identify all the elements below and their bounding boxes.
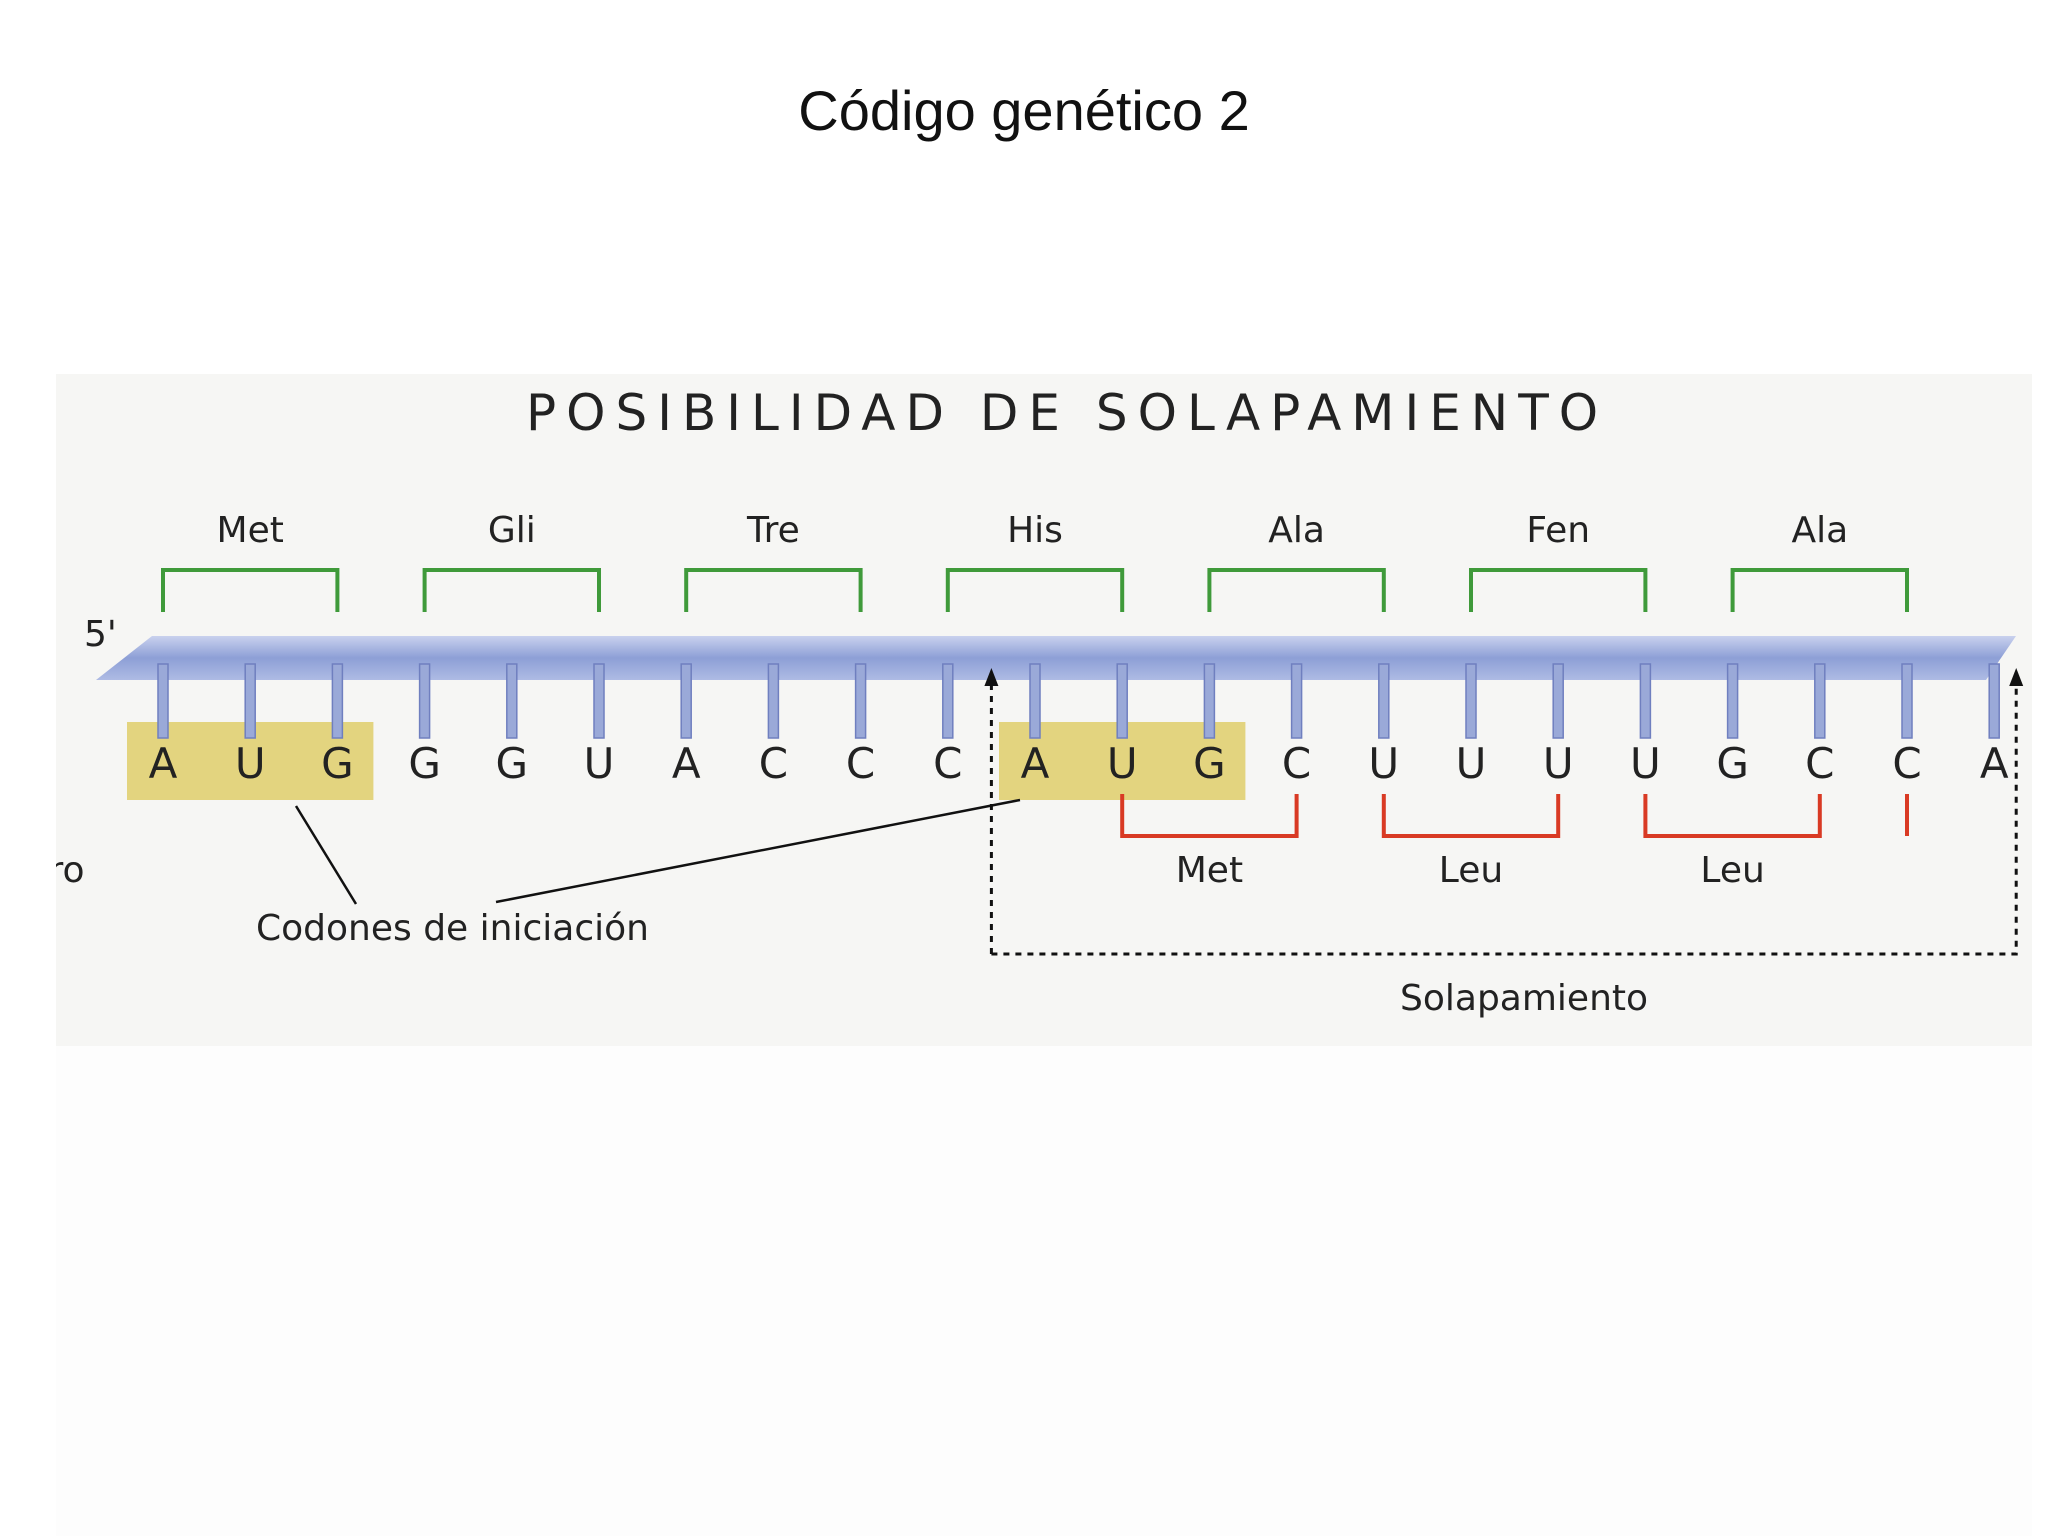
nucleotide-C: C	[1805, 739, 1834, 788]
nucleotide-C: C	[933, 739, 962, 788]
nucleotide-G: G	[1193, 739, 1226, 788]
top-codon-bracket	[1469, 568, 1648, 612]
blank-page-area	[56, 1046, 2032, 1536]
nucleotide-U: U	[584, 739, 615, 788]
initiation-label: Codones de iniciación	[256, 908, 649, 949]
top-amino-acid: Tre	[746, 510, 800, 551]
overlap-region: Solapamiento	[984, 668, 2024, 1019]
top-reading-frame: Met Gli Tre His Ala Fen Ala	[161, 510, 1909, 612]
nucleotide-U: U	[1543, 739, 1574, 788]
nucleotide-stick	[854, 663, 867, 739]
nucleotide-G: G	[408, 739, 441, 788]
overlap-left-arrowhead	[984, 668, 999, 686]
nucleotide-stick	[331, 663, 344, 739]
bottom-amino-acid: Met	[1176, 850, 1243, 891]
bottom-codon-bracket	[1643, 794, 1822, 838]
nucleotide-stick	[1290, 663, 1303, 739]
nucleotide-stick	[244, 663, 256, 739]
top-amino-acid: Gli	[488, 510, 536, 551]
nucleotide-U: U	[1630, 739, 1661, 788]
bottom-amino-acid: Leu	[1700, 850, 1764, 891]
nucleotide-stick	[1203, 663, 1216, 739]
nucleotide-stick	[942, 663, 954, 739]
top-amino-acid: Fen	[1526, 510, 1590, 551]
overlap-diagram: POSIBILIDAD DE SOLAPAMIENTO 5' A U G G G U A C C…	[56, 374, 2032, 1046]
nucleotide-stick	[1901, 663, 1913, 739]
diagram-heading: POSIBILIDAD DE SOLAPAMIENTO	[526, 384, 1608, 442]
nucleotide-C: C	[759, 739, 788, 788]
nucleotide-stick	[680, 663, 692, 739]
top-amino-acid: Ala	[1791, 510, 1848, 551]
nucleotide-stick	[1814, 663, 1826, 739]
top-amino-acid: Ala	[1268, 510, 1325, 551]
mrna-strand	[96, 636, 2016, 680]
top-codon-bracket	[1207, 568, 1386, 612]
bottom-amino-acid: Leu	[1439, 850, 1503, 891]
nucleotide-G: G	[496, 739, 529, 788]
bottom-amino-acid: Pro	[56, 850, 85, 891]
nucleotide-A: A	[1980, 739, 2009, 788]
overlap-label: Solapamiento	[1400, 978, 1648, 1019]
nucleotide-stick	[1639, 663, 1652, 739]
overlap-diagram-svg: POSIBILIDAD DE SOLAPAMIENTO 5' A U G G G U A C C…	[56, 384, 2024, 1019]
top-codon-bracket	[422, 568, 601, 612]
nucleotide-stick	[1465, 663, 1477, 739]
initiation-pointer-1	[294, 805, 358, 905]
top-amino-acid: Met	[217, 510, 284, 551]
top-codon-bracket	[1730, 568, 1909, 612]
initiation-callout: Codones de iniciación	[256, 798, 1021, 949]
initiation-pointer-2	[495, 798, 1021, 904]
nucleotide-U: U	[1456, 739, 1487, 788]
nucleotide-U: U	[235, 739, 266, 788]
nucleotide-A: A	[1021, 739, 1050, 788]
bottom-reading-frame: Met Leu Leu Pro	[56, 794, 1909, 891]
nucleotide-stick	[593, 663, 605, 739]
nucleotide-sticks	[157, 663, 2000, 739]
slide-title: Código genético 2	[798, 79, 1250, 142]
bottom-codon-bracket	[1381, 794, 1561, 838]
nucleotide-C: C	[1282, 739, 1311, 788]
nucleotide-stick	[418, 663, 431, 739]
overlap-right-arrowhead	[2009, 668, 2024, 686]
nucleotide-stick	[1988, 663, 2000, 739]
top-codon-bracket	[684, 568, 863, 612]
bottom-codon-bracket	[1120, 794, 1299, 838]
nucleotide-C: C	[1892, 739, 1921, 788]
nucleotide-A: A	[149, 739, 178, 788]
nucleotide-stick	[1029, 663, 1041, 739]
overlap-bracket-line	[991, 674, 2018, 956]
five-prime-label: 5'	[84, 614, 117, 655]
nucleotide-G: G	[321, 739, 354, 788]
nucleotide-A: A	[672, 739, 701, 788]
nucleotide-stick	[1726, 663, 1739, 739]
nucleotide-G: G	[1716, 739, 1749, 788]
nucleotide-stick	[157, 663, 169, 739]
nucleotide-U: U	[1107, 739, 1138, 788]
nucleotide-stick	[1116, 663, 1128, 739]
nucleotide-stick	[767, 663, 780, 739]
top-codon-bracket	[161, 568, 340, 612]
nucleotide-C: C	[846, 739, 875, 788]
nucleotide-U: U	[1368, 739, 1399, 788]
top-amino-acid: His	[1007, 510, 1063, 551]
nucleotide-stick	[1552, 663, 1564, 739]
top-codon-bracket	[945, 568, 1125, 612]
nucleotide-stick	[506, 663, 518, 739]
nucleotide-stick	[1378, 663, 1390, 739]
